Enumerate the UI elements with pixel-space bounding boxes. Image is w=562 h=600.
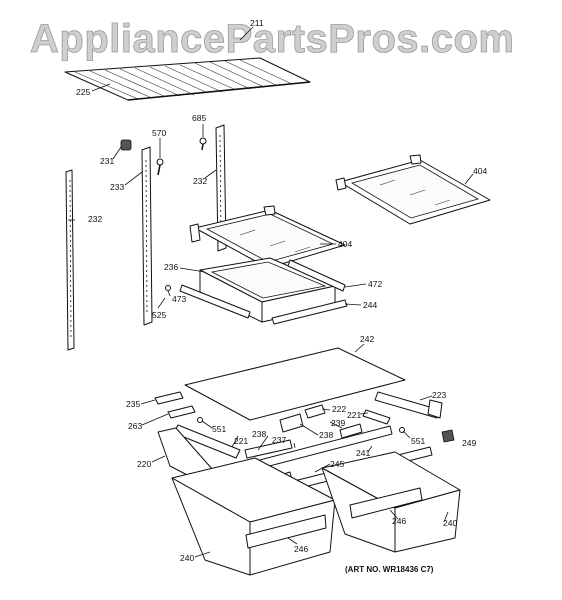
rail-232-left (65, 169, 75, 351)
slide-rail-244 (271, 299, 348, 325)
callout-242: 242 (360, 334, 374, 344)
callout-236: 236 (164, 262, 178, 272)
bracket-222 (304, 404, 326, 419)
callout-223: 223 (432, 390, 446, 400)
callout-221-right: 221 (347, 410, 361, 420)
callout-237: 237 (272, 435, 286, 445)
callout-241: 241 (356, 448, 370, 458)
callout-231: 231 (100, 156, 114, 166)
support-263 (167, 405, 196, 419)
callout-233: 233 (110, 182, 124, 192)
bracket-221-right (362, 409, 391, 425)
clip-231 (120, 139, 132, 151)
callout-404-upper: 404 (473, 166, 487, 176)
rail-233 (141, 146, 153, 326)
callout-473: 473 (172, 294, 186, 304)
callout-225: 225 (76, 87, 90, 97)
screw-570 (156, 158, 164, 176)
clip-551-left (197, 417, 203, 423)
callout-211: 211 (250, 18, 264, 28)
callout-551-left: 551 (212, 424, 226, 434)
callout-246-left: 246 (294, 544, 308, 554)
art-number: (ART NO. WR18436 C7) (345, 565, 434, 574)
callout-249: 249 (462, 438, 476, 448)
callout-232-left: 232 (88, 214, 102, 224)
support-223 (374, 391, 443, 419)
glass-shelf-404-middle (189, 205, 346, 269)
callout-238-right: 238 (319, 430, 333, 440)
bar-238-left (244, 439, 293, 459)
callout-245: 245 (330, 459, 344, 469)
rail-232-right (215, 124, 227, 252)
drawer-rail-left (179, 284, 251, 319)
leader-lines (68, 26, 474, 558)
watermark-text: AppliancePartsPros.com (30, 17, 515, 61)
crisper-pan-240-right (321, 451, 461, 553)
callout-222: 222 (332, 404, 346, 414)
callout-685: 685 (192, 113, 206, 123)
slide-rail-472 (287, 259, 346, 292)
callout-472: 472 (368, 279, 382, 289)
bracket-238-right (279, 413, 304, 433)
callout-labels: 211 225 570 685 231 233 232 232 404 404 … (76, 18, 487, 563)
wire-shelf-225 (64, 57, 311, 101)
part-239 (339, 423, 363, 439)
callout-570: 570 (152, 128, 166, 138)
glass-cover-242 (184, 347, 406, 421)
callout-263: 263 (128, 421, 142, 431)
callout-239: 239 (331, 418, 345, 428)
callout-246-right: 246 (392, 516, 406, 526)
drawer-assembly-236 (199, 257, 336, 323)
callout-235: 235 (126, 399, 140, 409)
callout-238-left: 238 (252, 429, 266, 439)
callout-221-left: 221 (234, 436, 248, 446)
screw-685 (199, 137, 207, 151)
callout-404-middle: 404 (338, 239, 352, 249)
crisper-pan-240-left (171, 457, 336, 576)
support-235 (154, 391, 184, 405)
glass-shelf-404-upper (335, 154, 491, 225)
callout-244: 244 (363, 300, 377, 310)
callout-220: 220 (137, 459, 151, 469)
callout-240-right: 240 (443, 518, 457, 528)
callout-232-right: 232 (193, 176, 207, 186)
callout-525: 525 (152, 310, 166, 320)
part-249 (441, 429, 455, 443)
callout-551-right: 551 (411, 436, 425, 446)
part-473 (165, 285, 171, 291)
callout-240-left: 240 (180, 553, 194, 563)
